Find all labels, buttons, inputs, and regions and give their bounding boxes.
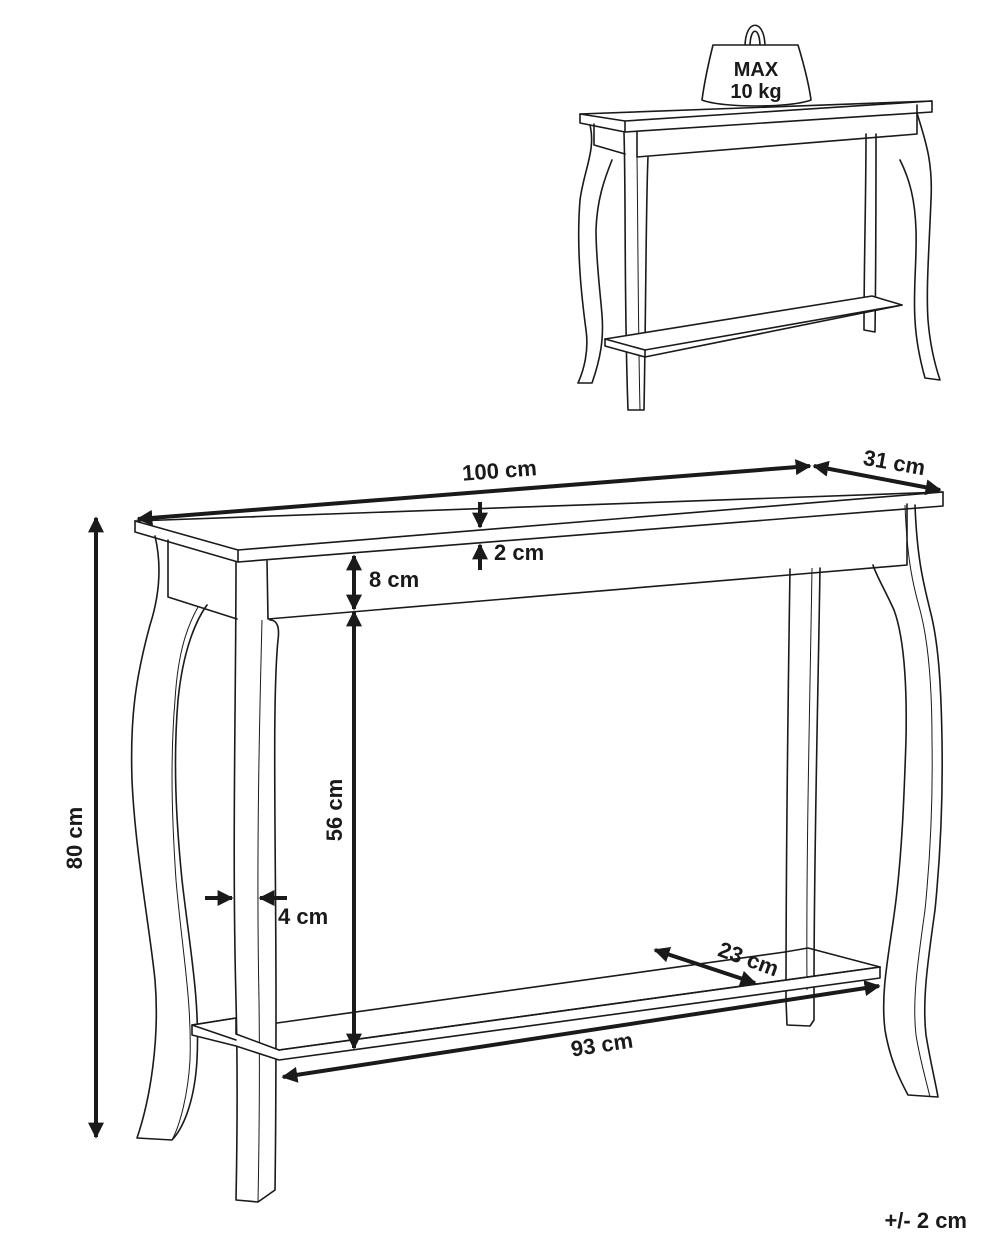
dimension-depth: 31 cm xyxy=(812,445,942,496)
apron-height-label: 8 cm xyxy=(369,567,419,592)
dimension-width: 100 cm xyxy=(136,455,812,526)
clearance-height-label: 56 cm xyxy=(322,779,347,841)
max-weight-label-line2: 10 kg xyxy=(730,81,781,103)
dimension-clearance-height: 56 cm xyxy=(322,610,362,1050)
max-weight-icon: MAX 10 kg xyxy=(701,24,812,107)
dimension-leg-width: 4 cm xyxy=(205,890,328,929)
leg-width-label: 4 cm xyxy=(278,904,328,929)
dimension-shelf-width: 93 cm xyxy=(281,980,881,1083)
main-table xyxy=(130,491,944,1203)
tolerance-note: +/- 2 cm xyxy=(884,1208,967,1233)
preview-table: MAX 10 kg xyxy=(577,24,941,411)
total-height-label: 80 cm xyxy=(62,807,87,869)
max-weight-label-line1: MAX xyxy=(734,59,779,81)
top-thickness-label: 2 cm xyxy=(494,540,544,565)
dimension-shelf-depth: 23 cm xyxy=(653,937,782,987)
dimension-top-thickness: 2 cm xyxy=(472,502,544,570)
dimension-apron-height: 8 cm xyxy=(346,554,419,611)
dimension-total-height: 80 cm xyxy=(62,516,104,1139)
width-label: 100 cm xyxy=(461,455,537,486)
